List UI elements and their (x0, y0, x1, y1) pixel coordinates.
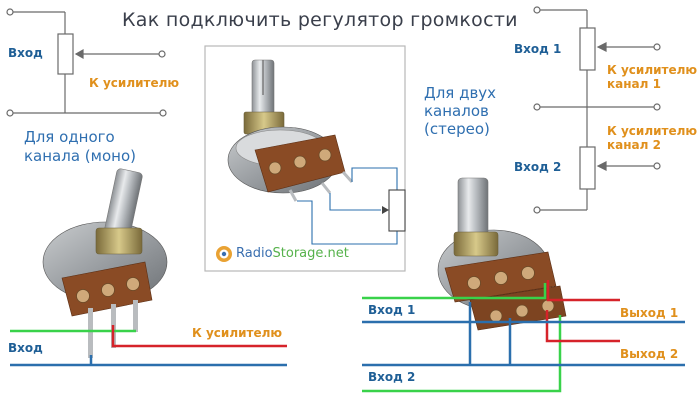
mono-schem-terminal-bottom-left (6, 109, 14, 117)
mono-wiring-output-label: К усилителю (192, 326, 283, 340)
stereo-wire-red-1 (546, 280, 620, 302)
stereo-caption-line3: (стерео) (424, 120, 490, 138)
stereo-wiring (362, 280, 685, 393)
mono-wiring (10, 325, 287, 367)
watermark-logo (216, 246, 232, 262)
stereo-wiring-input1-label: Вход 1 (368, 303, 416, 317)
stereo-schematic-output1-line1: К усилителю (607, 63, 698, 77)
mono-wiring-input-label: Вход (8, 341, 43, 355)
mono-schematic-output-label: К усилителю (89, 76, 180, 90)
mono-schem-terminal-top (6, 8, 14, 16)
stereo-schematic-output1-line2: канал 1 (607, 77, 661, 91)
page-title: Как подключить регулятор громкости (122, 9, 518, 31)
watermark-text: RadioStorage.net (236, 246, 349, 261)
stereo-wire-red-2 (545, 310, 620, 343)
mono-wire-red (111, 325, 287, 348)
mono-schematic (6, 8, 167, 117)
mono-caption-line2: канала (моно) (24, 147, 136, 165)
stereo-wiring-output2-label: Выход 2 (620, 347, 679, 361)
mono-caption-line1: Для одного (24, 128, 115, 146)
stereo-caption-line2: каналов (424, 102, 489, 120)
stereo-wiring-input2-label: Вход 2 (368, 370, 416, 384)
stereo-schematic (533, 6, 661, 214)
stereo-schematic-input2-label: Вход 2 (514, 160, 562, 174)
mono-potentiometer-photo (42, 168, 168, 358)
stereo-wire-green-1 (362, 283, 547, 300)
stereo-schematic-output2-line2: канал 2 (607, 138, 661, 152)
stereo-wiring-output1-label: Выход 1 (620, 306, 679, 320)
mono-schem-wiper-arrow (74, 48, 84, 60)
stereo-schematic-input1-label: Вход 1 (514, 42, 562, 56)
mono-schem-terminal-wiper (158, 50, 166, 58)
center-potentiometer-photo (227, 59, 354, 202)
stereo-caption-line1: Для двух (424, 84, 497, 102)
stereo-potentiometer-photo (437, 177, 567, 331)
mono-schem-terminal-bottom-right (159, 109, 167, 117)
mono-schem-resistor (57, 33, 74, 75)
center-schematic (297, 167, 406, 245)
stereo-schematic-output2-line1: К усилителю (607, 124, 698, 138)
mono-schematic-input-label: Вход (8, 46, 43, 60)
